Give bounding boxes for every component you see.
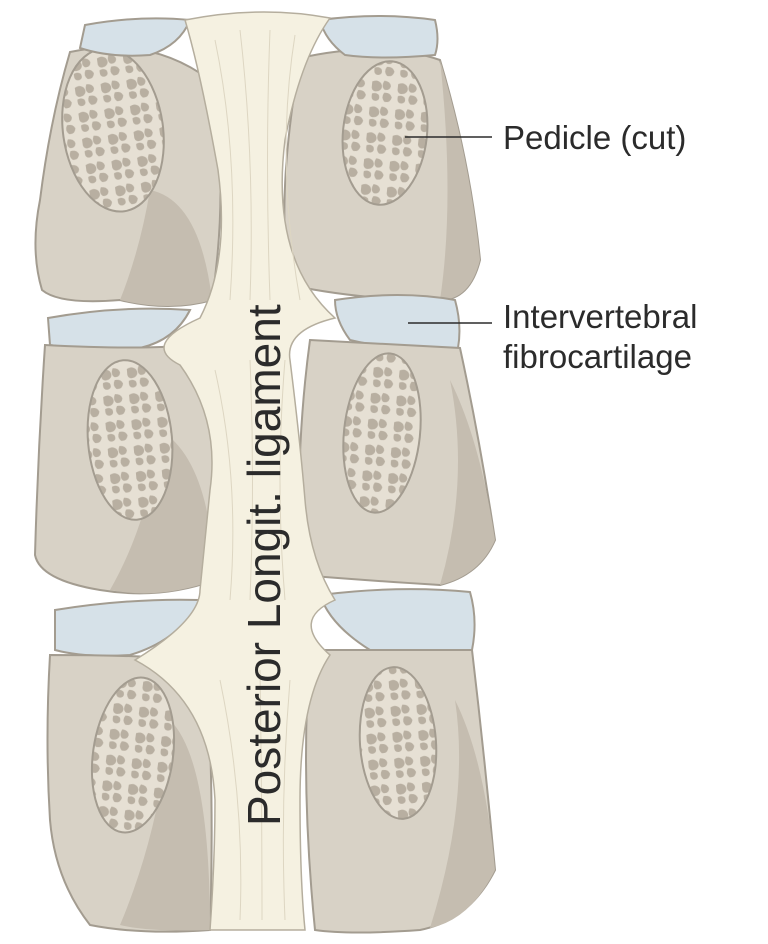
disc-right-2 (318, 588, 476, 654)
pedicle-label: Pedicle (cut) (503, 119, 686, 156)
lower-right-shading (430, 700, 495, 928)
middle-left-cut-surface (86, 359, 174, 521)
upper-left-shading (120, 190, 212, 306)
upper-right-shading (440, 60, 480, 300)
upper-top-disc-right (318, 15, 439, 59)
disc-right-1 (333, 294, 461, 350)
posterior-longitudinal-ligament (133, 11, 337, 931)
disc-label-line1: Intervertebral (503, 298, 697, 335)
lower-left-cut-surface (90, 676, 176, 834)
middle-right-cut-surface (342, 352, 422, 514)
ligament-label: Posterior Longit. ligament (238, 304, 290, 826)
middle-vertebra (33, 338, 497, 595)
middle-right-shading (440, 380, 495, 585)
lower-left-shading (120, 720, 210, 931)
lower-intervertebral-disc (54, 588, 476, 657)
upper-vertebra (34, 15, 482, 307)
disc-label-line2: fibrocartilage (503, 338, 692, 375)
lower-right-cut-surface (358, 666, 438, 820)
middle-left-shading (110, 430, 215, 594)
upper-top-disc-left (78, 17, 192, 57)
ligament-fibers (214, 29, 301, 921)
lower-vertebra (46, 648, 497, 934)
